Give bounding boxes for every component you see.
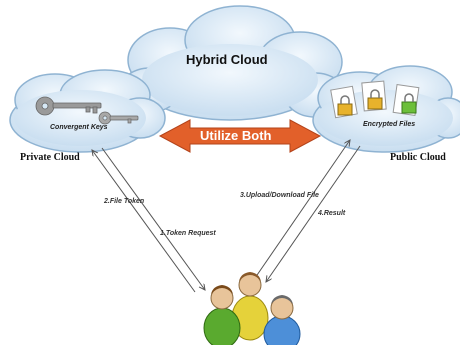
result-arrow — [266, 145, 361, 282]
user-group-icon — [203, 272, 301, 345]
file-token-label: 2.File Token — [104, 198, 145, 205]
encrypted-files-caption: Encrypted Files — [363, 121, 416, 128]
token-request-arrow — [101, 147, 205, 290]
utilize-both-label: Utilize Both — [200, 128, 272, 143]
small-key-icon — [98, 111, 139, 125]
private-cloud-title: Private Cloud — [20, 152, 80, 163]
convergent-keys-caption: Convergent Keys — [50, 124, 108, 131]
key-icon — [35, 96, 102, 116]
encrypted-file-icon — [330, 85, 358, 119]
upload-download-arrow — [254, 140, 350, 279]
token-request-label: 1.Token Request — [160, 230, 216, 237]
upload-download-label: 3.Upload/Download File — [240, 192, 319, 199]
file-token-arrow — [92, 150, 196, 293]
flow-arrows — [92, 140, 361, 293]
public-cloud-shape — [312, 65, 460, 153]
public-cloud-title: Public Cloud — [390, 152, 446, 163]
encrypted-file-icon — [361, 80, 387, 112]
result-label: 4.Result — [318, 210, 346, 217]
encrypted-file-icon — [392, 84, 420, 116]
hybrid-cloud-title: Hybrid Cloud — [186, 52, 268, 67]
utilize-both-arrow — [158, 119, 322, 153]
